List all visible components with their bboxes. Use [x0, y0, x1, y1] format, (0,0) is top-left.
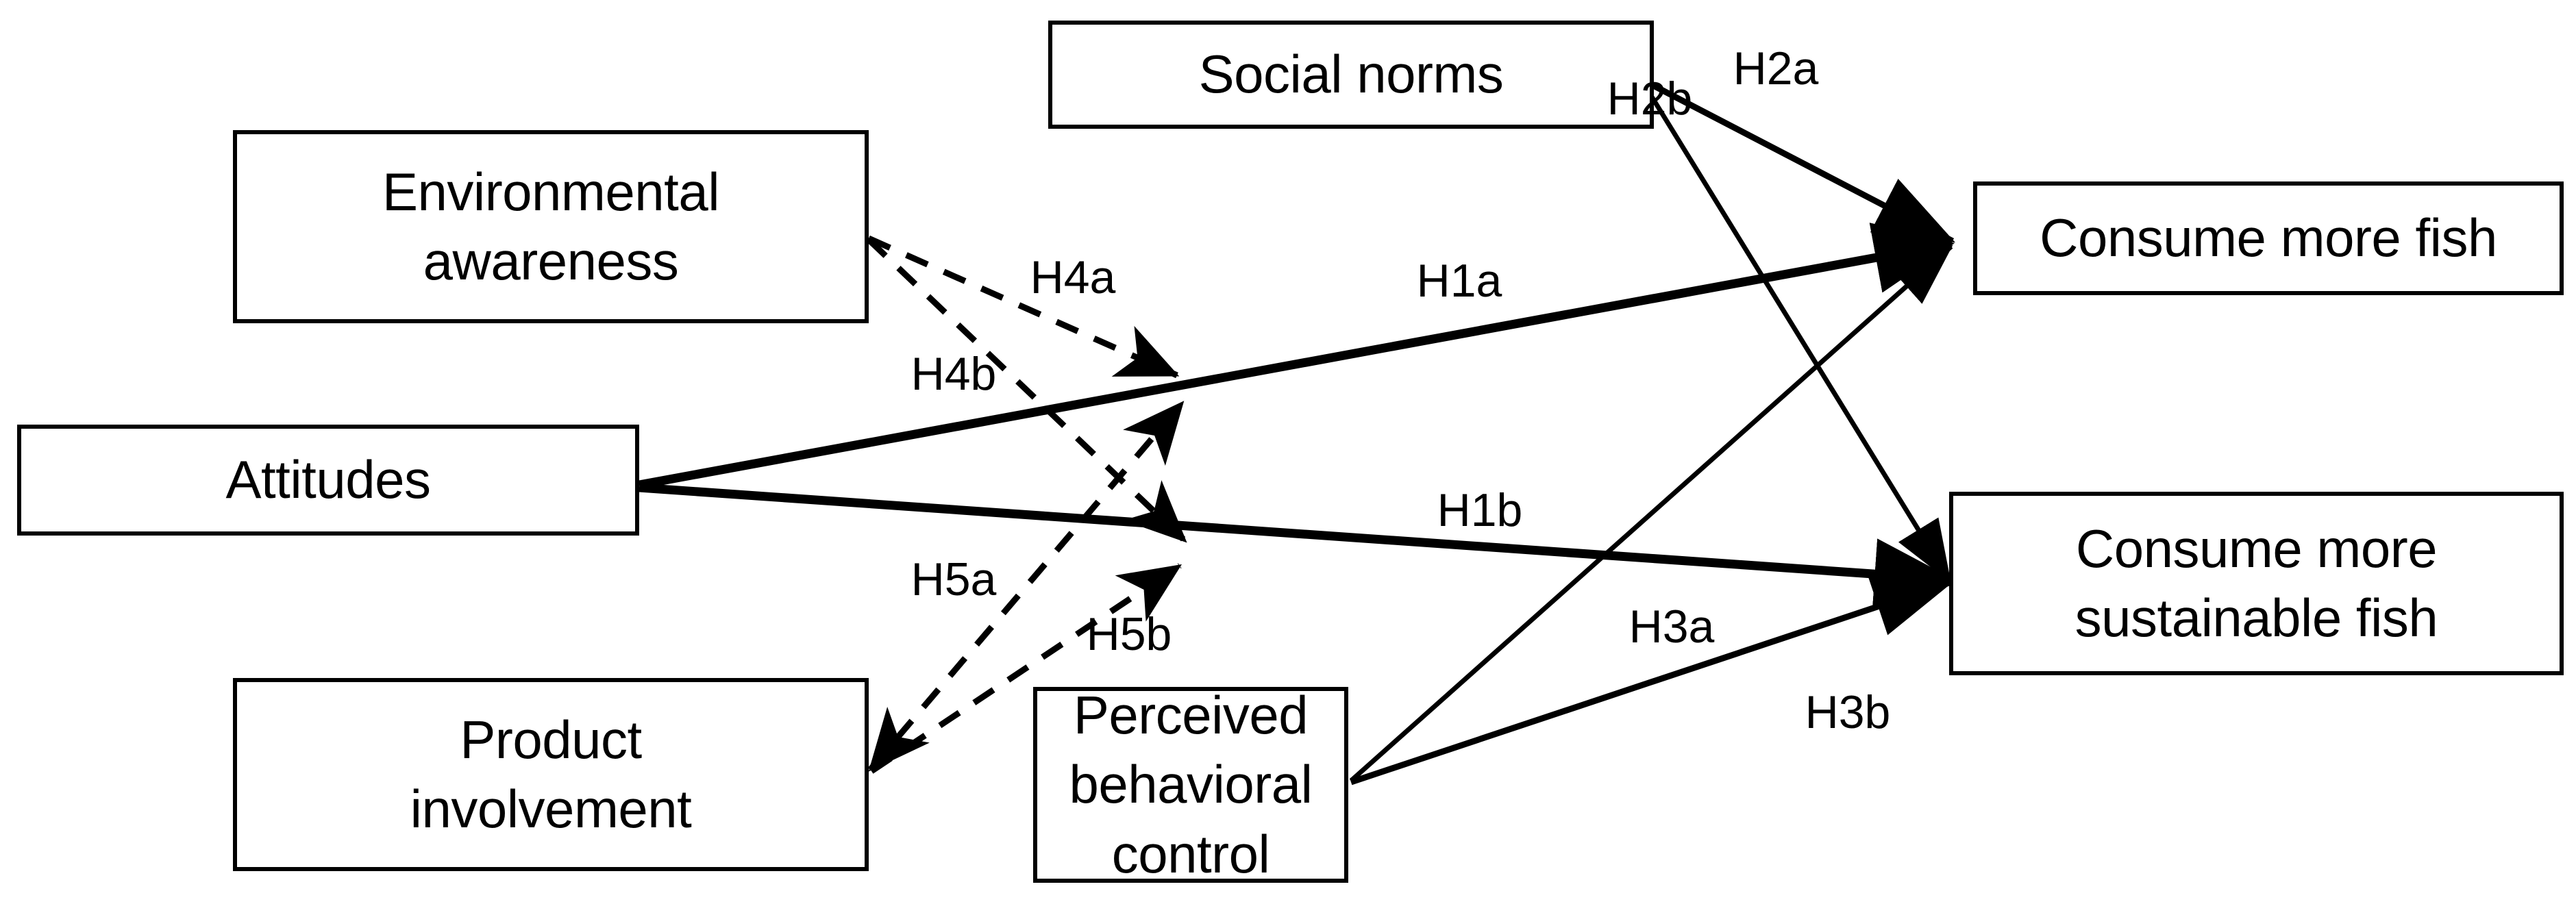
edge-h1b — [639, 483, 1955, 610]
edge-h3a — [1349, 244, 1953, 783]
edge-h3b — [1350, 577, 1955, 786]
node-environmental-awareness[interactable]: Environmental awareness — [233, 130, 869, 323]
edge-label-h3b: H3b — [1805, 686, 1891, 738]
edge-h2b — [1639, 79, 1952, 583]
node-consume-more-fish[interactable]: Consume more fish — [1973, 181, 2564, 295]
node-social-norms[interactable]: Social norms — [1048, 21, 1654, 129]
edge-label-h4a: H4a — [1030, 251, 1116, 303]
node-label-social-norms: Social norms — [1198, 44, 1504, 105]
edge-h1a — [638, 223, 1955, 490]
edge-h5b — [869, 563, 1182, 774]
edge-label-h2b: H2b — [1607, 73, 1693, 125]
node-label-attitudes: Attitudes — [225, 449, 431, 510]
edge-h2a — [1641, 77, 1955, 244]
edge-label-h1b: H1b — [1437, 484, 1523, 536]
node-label-environmental-awareness: Environmental awareness — [382, 161, 720, 291]
edge-label-h1a: H1a — [1416, 255, 1502, 307]
node-product-involvement[interactable]: Product involvement — [233, 678, 869, 871]
edge-label-h5a: H5a — [911, 553, 997, 605]
edge-label-h4b: H4b — [911, 348, 997, 400]
edge-h4b — [866, 237, 1188, 544]
node-label-perceived-behavioral-control: Perceived behavioral control — [1069, 684, 1313, 884]
edge-h4a — [867, 235, 1180, 379]
edge-label-h2a: H2a — [1733, 42, 1819, 95]
edge-label-h3a: H3a — [1628, 601, 1715, 653]
node-label-consume-more-sustainable-fish: Consume more sustainable fish — [2075, 518, 2438, 648]
node-perceived-behavioral-control[interactable]: Perceived behavioral control — [1033, 685, 1348, 884]
edge-label-h5b: H5b — [1086, 608, 1172, 660]
node-label-consume-more-fish: Consume more fish — [2040, 208, 2497, 268]
node-consume-more-sustainable-fish[interactable]: Consume more sustainable fish — [1949, 492, 2564, 675]
node-label-product-involvement: Product involvement — [410, 709, 692, 839]
node-attitudes[interactable]: Attitudes — [17, 425, 639, 536]
